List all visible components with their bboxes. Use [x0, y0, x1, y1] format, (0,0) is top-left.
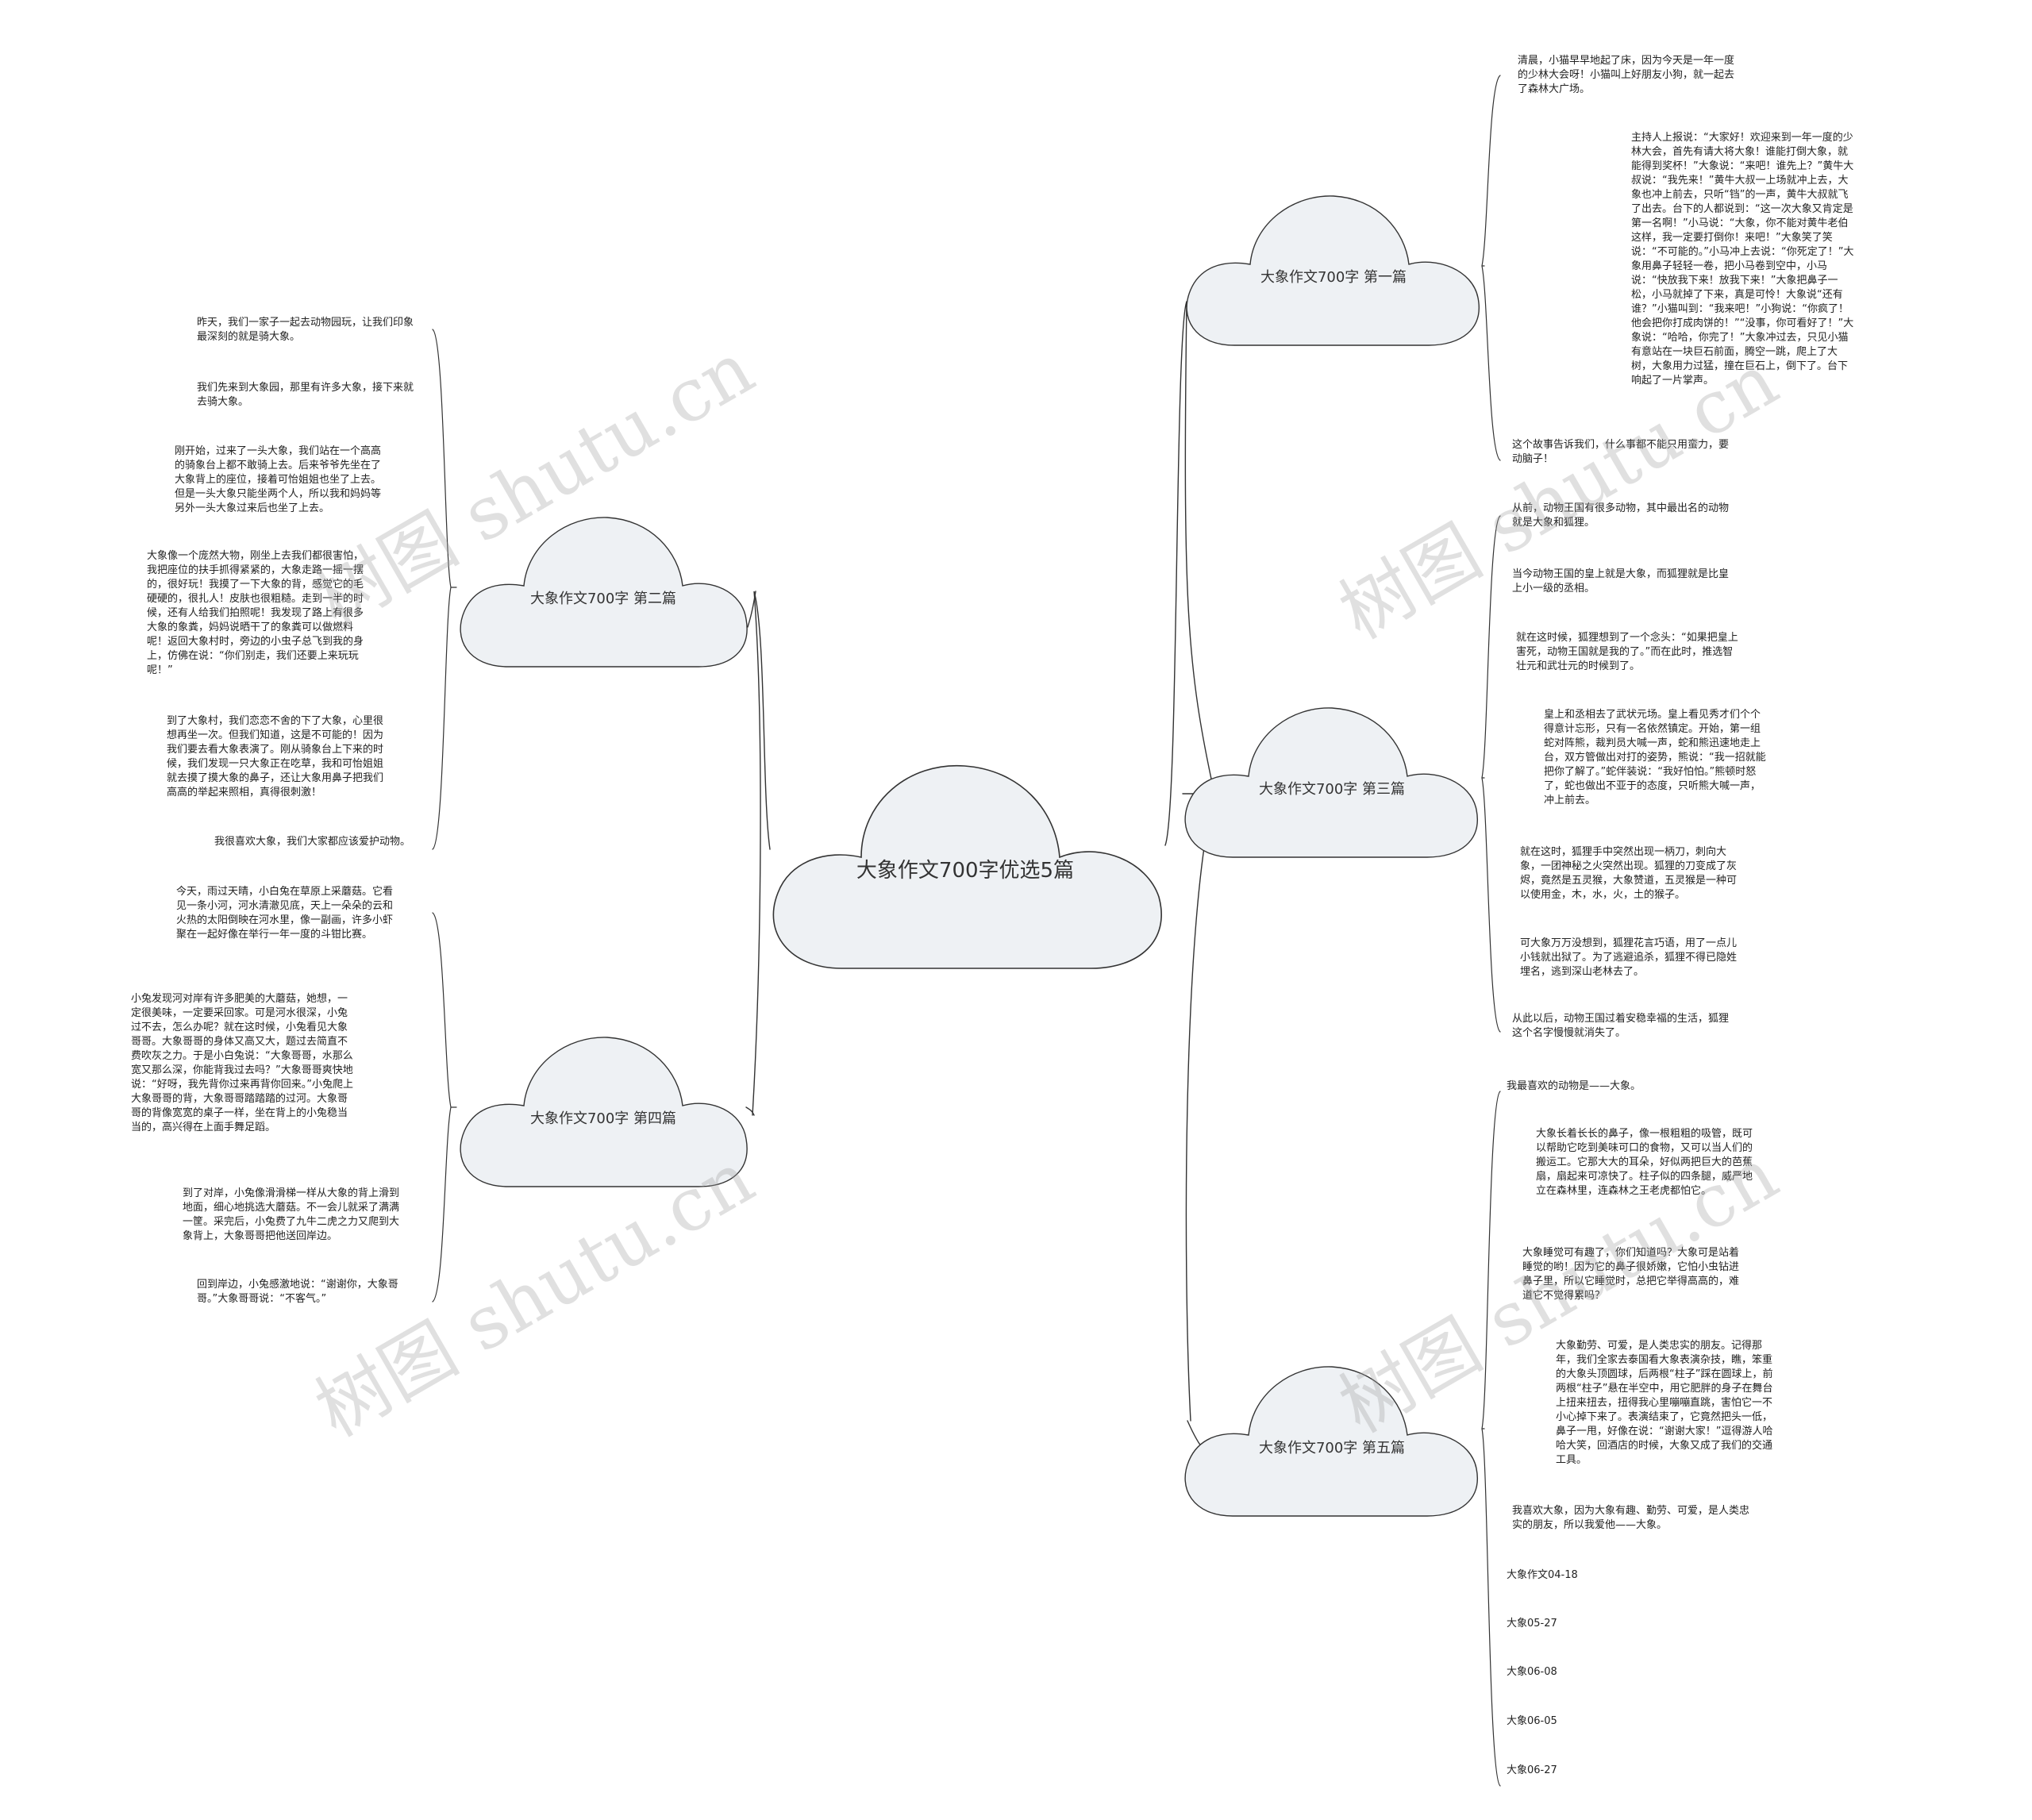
cloud-shape [460, 517, 748, 668]
leaf-bracket-2 [1481, 515, 1501, 1033]
leaf-1-1[interactable]: 清晨，小猫早早地起了床，因为今天是一年一度的少林大会呀！小猫叫上好朋友小狗，就一… [1518, 55, 1735, 95]
leaf-bracket-4 [432, 329, 452, 850]
branch-topic-2[interactable]: 大象作文700字 第二篇 [456, 500, 750, 671]
branch-title-4: 大象作文700字 第四篇 [529, 1110, 677, 1127]
root-title: 大象作文700字优选5篇 [856, 858, 1075, 883]
leaf-bracket-3 [1481, 1091, 1501, 1787]
leaf-4-2[interactable]: 小兔发现河对岸有许多肥美的大蘑菇，她想，一定很美味，一定要采回家。可是河水很深，… [131, 993, 353, 1133]
leaf-4-3[interactable]: 到了对岸，小兔像滑滑梯一样从大象的背上滑到地面，细心地挑选大蘑菇。不一会儿就采了… [183, 1187, 400, 1242]
leaf-3-6[interactable]: 可大象万万没想到，狐狸花言巧语，用了一点儿小钱就出狱了。为了逃避追杀，狐狸不得已… [1520, 937, 1738, 978]
leaf-5-4[interactable]: 大象勤劳、可爱，是人类忠实的朋友。记得那年，我们全家去泰国看大象表演杂技，瞧，笨… [1556, 1340, 1773, 1466]
leaf-bracket-5 [432, 912, 452, 1302]
leaf-2-6[interactable]: 我很喜欢大象，我们大家都应该爱护动物。 [214, 836, 411, 848]
leaf-3-3[interactable]: 就在这时候，狐狸想到了一个念头：“如果把皇上害死，动物王国就是我的了。”而在此时… [1516, 632, 1738, 672]
cloud-shape [1184, 707, 1478, 858]
leaf-3-5[interactable]: 就在这时，狐狸手中突然出现一柄刀，刺向大象，一团神秘之火突然出现。狐狸的刀变成了… [1520, 846, 1738, 901]
root-link-right [1164, 301, 1215, 1422]
branch-topic-4[interactable]: 大象作文700字 第四篇 [456, 1020, 750, 1191]
leaf-3-2[interactable]: 当今动物王国的皇上就是大象，而狐狸就是比皇上小一级的丞相。 [1512, 568, 1730, 594]
leaf-1-3[interactable]: 这个故事告诉我们，什么事都不能只用蛮力，要动脑子！ [1512, 439, 1730, 465]
leaf-2-5[interactable]: 到了大象村，我们恋恋不舍的下了大象，心里很想再坐一次。但我们知道，这是不可能的！… [167, 715, 384, 798]
leaf-4-4[interactable]: 回到岸边，小兔感激地说：“谢谢你，大象哥哥。”大象哥哥说：“不客气。” [197, 1279, 398, 1305]
leaf-5-7[interactable]: 大象05-27 [1507, 1618, 1557, 1630]
branch-title-3: 大象作文700字 第三篇 [1258, 780, 1406, 798]
leaf-3-4[interactable]: 皇上和丞相去了武状元场。皇上看见秀才们个个得意计忘形，只有一名依然镇定。开始，第… [1544, 709, 1766, 806]
leaf-5-10[interactable]: 大象06-27 [1507, 1764, 1557, 1776]
leaf-5-5[interactable]: 我喜欢大象，因为大象有趣、勤劳、可爱，是人类忠实的朋友，所以我爱他——大象。 [1512, 1505, 1750, 1531]
leaf-5-8[interactable]: 大象06-08 [1507, 1666, 1557, 1678]
branch-topic-3[interactable]: 大象作文700字 第三篇 [1181, 691, 1483, 861]
leaf-5-9[interactable]: 大象06-05 [1507, 1715, 1557, 1727]
leaf-2-2[interactable]: 我们先来到大象园，那里有许多大象，接下来就去骑大象。 [197, 382, 414, 408]
leaf-2-1[interactable]: 昨天，我们一家子一起去动物园玩，让我们印象最深刻的就是骑大象。 [197, 317, 414, 343]
branch-topic-1[interactable]: 大象作文700字 第一篇 [1183, 179, 1484, 349]
leaf-2-4[interactable]: 大象像一个庞然大物，刚坐上去我们都很害怕，我把座位的扶手抓得紧紧的，大象走路一摇… [147, 550, 364, 676]
leaf-5-1[interactable]: 我最喜欢的动物是——大象。 [1507, 1080, 1641, 1092]
cloud-shape [1186, 195, 1480, 346]
leaf-4-1[interactable]: 今天，雨过天晴，小白兔在草原上采蘑菇。它看见一条小河，河水清澈见底，天上一朵朵的… [176, 886, 394, 941]
leaf-bracket-1 [1481, 75, 1501, 461]
leaf-2-3[interactable]: 刚开始，过来了一头大象，我们站在一个高高的骑象台上都不敢骑上去。后来爷爷先坐在了… [175, 445, 382, 514]
cloud-shape [1184, 1366, 1478, 1517]
cloud-shape [772, 764, 1162, 969]
root-link-left [752, 591, 771, 1116]
leaf-5-2[interactable]: 大象长着长长的鼻子，像一根粗粗的吸管，既可以帮助它吃到美味可口的食物，又可以当人… [1536, 1128, 1753, 1197]
branch-title-1: 大象作文700字 第一篇 [1260, 268, 1407, 286]
root-topic[interactable]: 大象作文700字优选5篇 [766, 730, 1164, 983]
leaf-5-6[interactable]: 大象作文04-18 [1507, 1569, 1578, 1581]
branch-topic-5[interactable]: 大象作文700字 第五篇 [1181, 1349, 1483, 1520]
cloud-shape [460, 1037, 748, 1187]
leaf-3-7[interactable]: 从此以后，动物王国过着安稳幸福的生活，狐狸这个名字慢慢就消失了。 [1512, 1013, 1730, 1039]
leaf-1-2[interactable]: 主持人上报说：“大家好！欢迎来到一年一度的少林大会，首先有请大将大象！谁能打倒大… [1631, 132, 1854, 387]
leaf-5-3[interactable]: 大象睡觉可有趣了，你们知道吗？大象可是站着睡觉的哟！因为它的鼻子很娇嫩，它怕小虫… [1522, 1247, 1740, 1302]
branch-title-5: 大象作文700字 第五篇 [1258, 1439, 1406, 1456]
leaf-3-1[interactable]: 从前，动物王国有很多动物，其中最出名的动物就是大象和狐狸。 [1512, 502, 1730, 529]
branch-title-2: 大象作文700字 第二篇 [529, 590, 677, 607]
